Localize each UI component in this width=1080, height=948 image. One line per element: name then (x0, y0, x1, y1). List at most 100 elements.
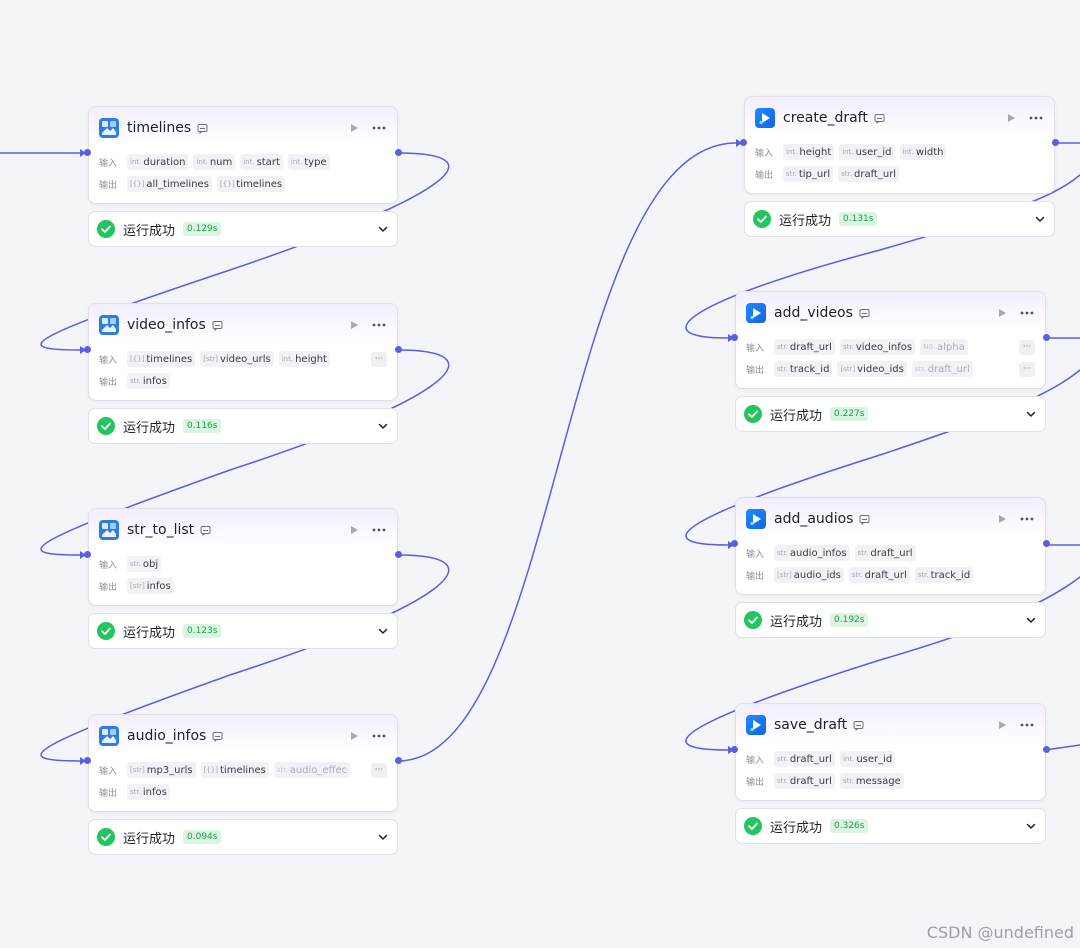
input-port[interactable] (731, 540, 738, 547)
duration-badge: 0.192s (830, 613, 869, 627)
param-name: num (209, 156, 233, 168)
output-port[interactable] (395, 551, 402, 558)
chevron-down-icon[interactable] (1025, 614, 1037, 626)
chevron-down-icon[interactable] (1025, 820, 1037, 832)
edit-icon[interactable] (874, 113, 885, 124)
output-param-chip: [str]audio_ids (774, 567, 844, 583)
output-port[interactable] (395, 346, 402, 353)
more-options-icon[interactable] (1019, 311, 1035, 315)
input-port[interactable] (84, 346, 91, 353)
run-icon[interactable] (349, 525, 359, 535)
duration-badge: 0.094s (183, 830, 222, 844)
run-icon[interactable] (1006, 113, 1016, 123)
edit-icon[interactable] (853, 720, 864, 731)
node-header: save_draft (736, 704, 1045, 746)
more-options-icon[interactable] (371, 734, 387, 738)
edit-icon[interactable] (212, 320, 223, 331)
param-name: user_id (855, 146, 892, 158)
run-icon[interactable] (349, 320, 359, 330)
input-port[interactable] (731, 334, 738, 341)
run-icon[interactable] (349, 731, 359, 741)
play-app-icon (746, 715, 766, 735)
input-more-button[interactable]: ··· (371, 762, 387, 778)
output-more-button[interactable]: ··· (1019, 361, 1035, 377)
success-check-icon (97, 622, 115, 640)
run-icon[interactable] (997, 308, 1007, 318)
input-param-chip: int.user_id (839, 144, 895, 160)
edit-icon[interactable] (212, 731, 223, 742)
output-port[interactable] (1043, 334, 1050, 341)
arrow-head-str-to-list (80, 551, 86, 559)
output-port[interactable] (395, 757, 402, 764)
edit-icon[interactable] (859, 308, 870, 319)
run-icon[interactable] (997, 514, 1007, 524)
more-options-icon[interactable] (371, 323, 387, 327)
chevron-down-icon[interactable] (377, 625, 389, 637)
input-more-button[interactable]: ··· (1019, 339, 1035, 355)
run-icon[interactable] (349, 123, 359, 133)
input-port[interactable] (740, 139, 747, 146)
input-param-chip: int.num (193, 154, 236, 170)
more-options-icon[interactable] (1019, 517, 1035, 521)
param-type: str. (777, 365, 788, 373)
edit-icon[interactable] (859, 514, 870, 525)
output-port[interactable] (1052, 139, 1059, 146)
input-port[interactable] (84, 551, 91, 558)
more-options-icon[interactable] (371, 528, 387, 532)
node-header: video_infos (89, 304, 397, 346)
input-port[interactable] (84, 757, 91, 764)
input-more-button[interactable]: ··· (371, 351, 387, 367)
input-label: 输入 (99, 766, 118, 777)
param-type: int. (902, 148, 914, 156)
chevron-down-icon[interactable] (377, 420, 389, 432)
more-options-icon[interactable] (1019, 723, 1035, 727)
input-param-chip: int.height (783, 144, 835, 160)
chevron-down-icon[interactable] (1034, 213, 1046, 225)
output-row: 输出[str]infos (99, 575, 387, 597)
app-icon (99, 520, 119, 540)
success-check-icon (744, 405, 762, 423)
edit-icon[interactable] (200, 525, 211, 536)
node-header: audio_infos (89, 715, 397, 757)
output-port[interactable] (395, 149, 402, 156)
more-options-icon[interactable] (1028, 116, 1044, 120)
input-port[interactable] (84, 149, 91, 156)
chevron-down-icon[interactable] (1025, 408, 1037, 420)
output-port[interactable] (1043, 540, 1050, 547)
input-port[interactable] (731, 746, 738, 753)
arrow-head-create-draft (736, 139, 742, 147)
input-param-chip: int.width (899, 144, 947, 160)
edit-icon[interactable] (197, 123, 208, 134)
play-app-icon (755, 108, 775, 128)
param-type: int. (281, 355, 294, 363)
chevron-down-icon[interactable] (377, 831, 389, 843)
more-options-icon[interactable] (371, 126, 387, 130)
chevron-down-icon[interactable] (377, 223, 389, 235)
run-icon[interactable] (997, 720, 1007, 730)
output-port[interactable] (1043, 746, 1050, 753)
